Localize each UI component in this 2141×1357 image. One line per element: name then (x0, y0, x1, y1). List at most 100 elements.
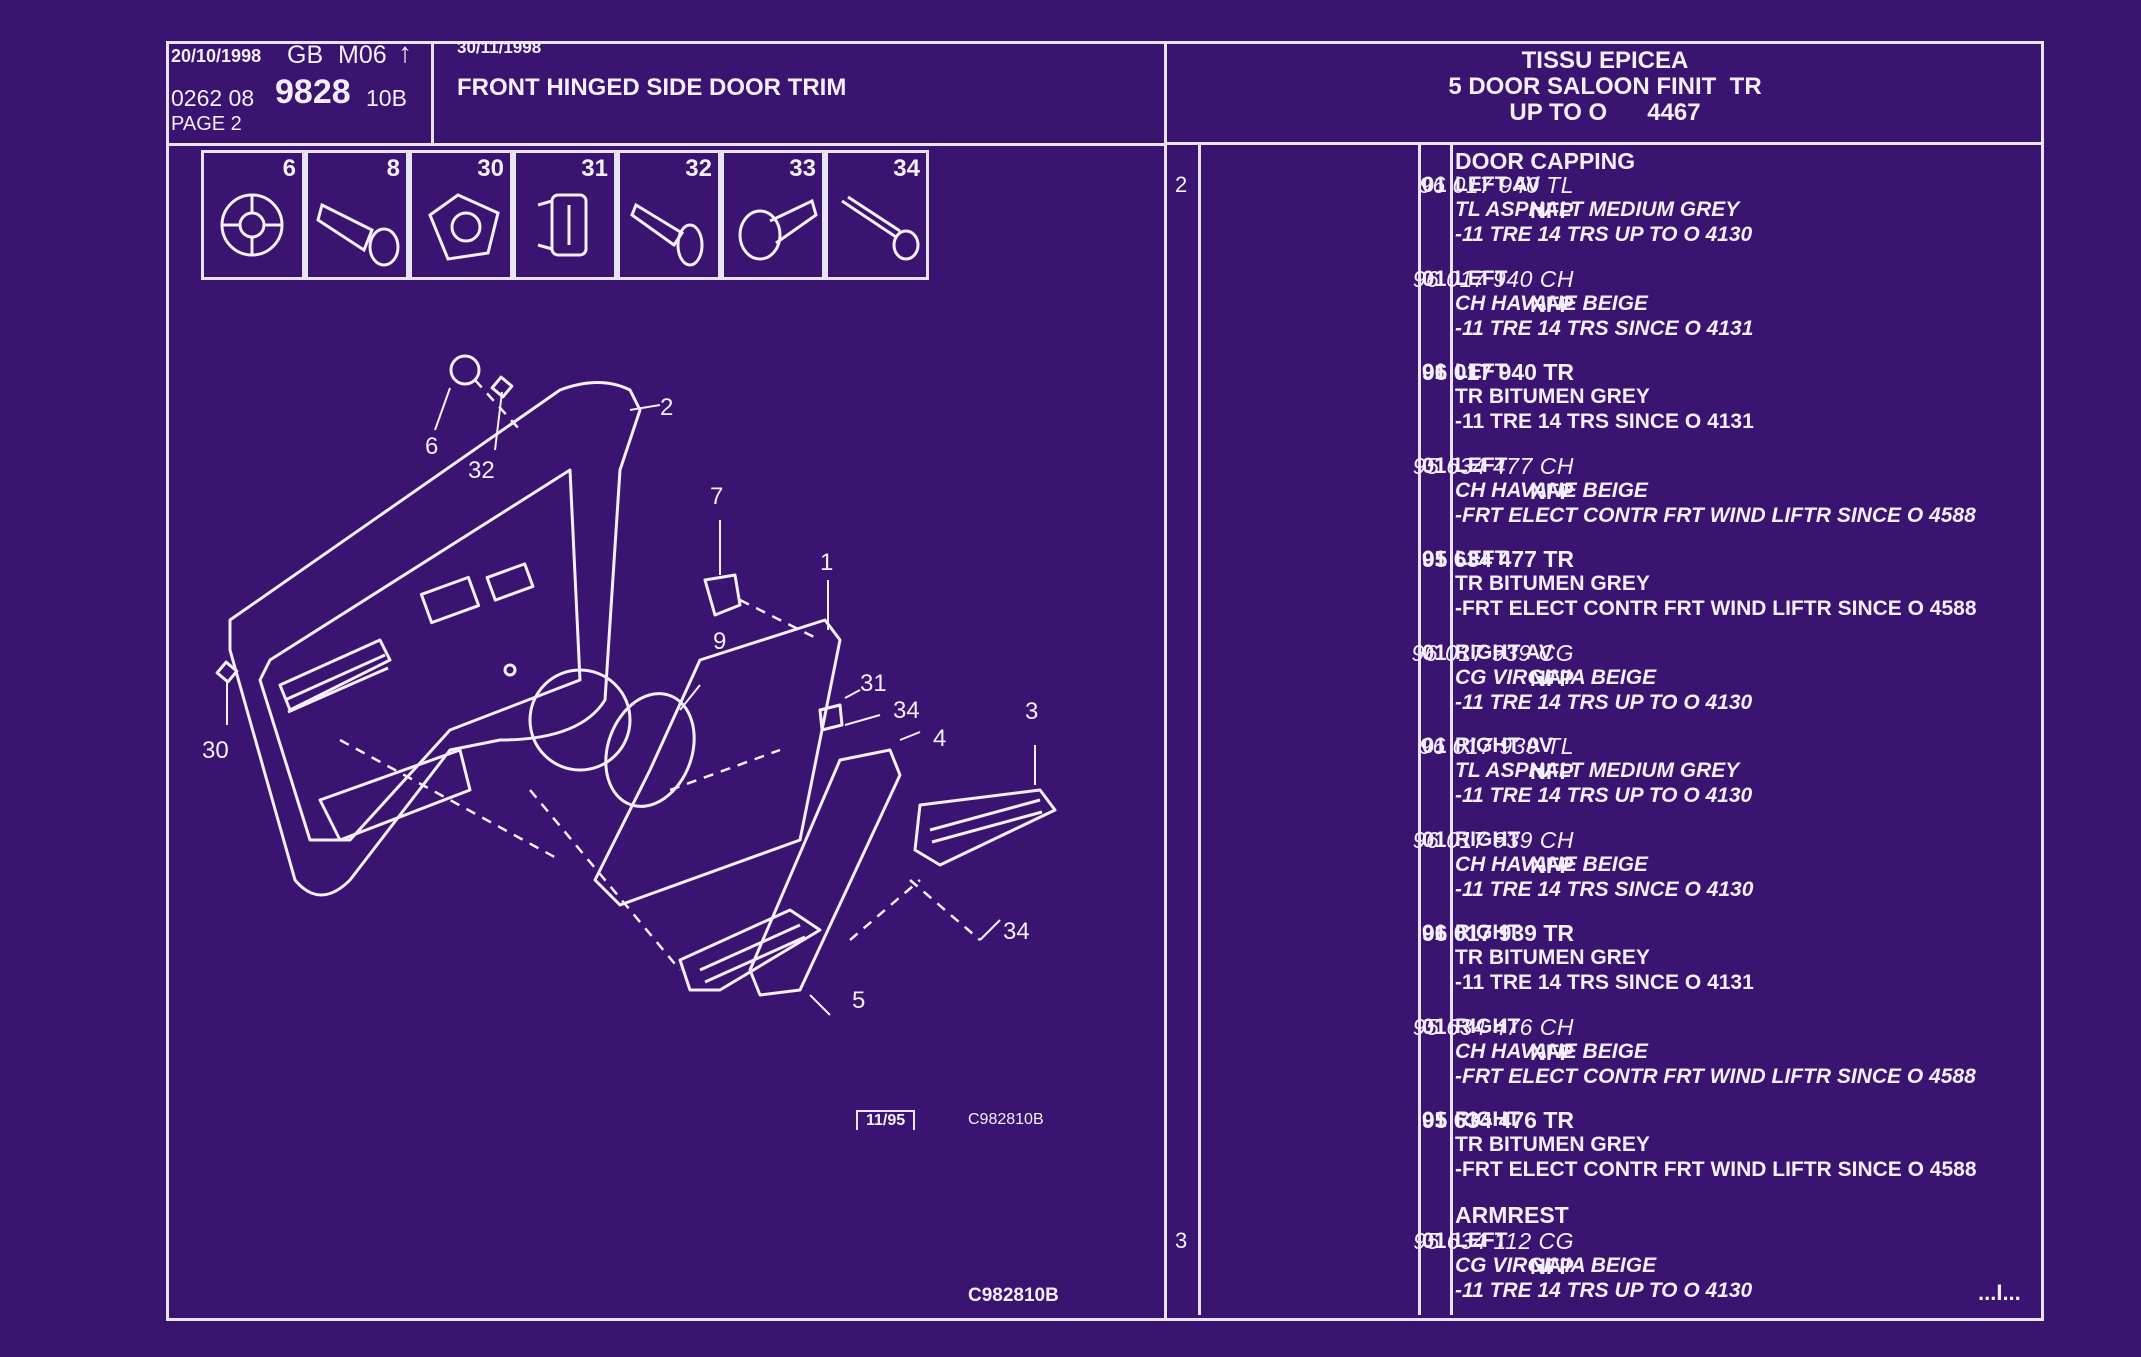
part-reference: 96 017 939 TL (1419, 733, 1574, 759)
screw-icon (841, 195, 920, 261)
part-reference: 95 634 476 TR (1421, 1107, 1574, 1133)
header-lang: GB (287, 41, 324, 69)
description-line: -11 TRE 14 TRS SINCE O 4130 (1455, 877, 1754, 901)
armrest (913, 788, 1057, 867)
section-armrest: ARMREST (1455, 1202, 1569, 1228)
description-line: LEFT (1455, 360, 1508, 383)
continued-marker: ...I... (1978, 1280, 2021, 1305)
callout-3: 3 (1025, 698, 1039, 725)
nfp-flag: NFP (1530, 1254, 1574, 1279)
description-line: TR BITUMEN GREY (1455, 946, 1650, 969)
limit-label: UP TO O (1509, 99, 1608, 126)
quantity: 01 (1422, 826, 1447, 852)
diagram-ref-code: C982810B (968, 1111, 1044, 1128)
fastener-icon (428, 193, 500, 261)
description-line: TL ASPHALT MEDIUM GREY (1455, 759, 1740, 782)
callout-5: 5 (852, 987, 866, 1014)
nfp-flag: NFP (1530, 665, 1574, 691)
door-panel-outline (228, 381, 642, 897)
part-reference: 95 634 477 TR (1421, 546, 1574, 572)
header-model: M06 (338, 41, 387, 69)
up-arrow-icon: ↑ (398, 37, 412, 68)
thumb-number: 33 (789, 155, 816, 182)
description-line: -FRT ELECT CONTR FRT WIND LIFTR SINCE O … (1455, 597, 1977, 620)
callout-30: 30 (202, 737, 229, 764)
quantity: 01 (1422, 265, 1447, 291)
callout-6: 6 (425, 433, 439, 460)
callout-7: 7 (710, 483, 724, 510)
thumb-30: 30 (409, 150, 513, 280)
insulation-sheet (593, 618, 842, 907)
callout-34b: 34 (1003, 918, 1030, 945)
quantity: 01 (1422, 639, 1447, 665)
description-line: CH HAVANE BEIGE (1455, 478, 1648, 502)
thumb-number: 8 (386, 155, 400, 182)
header-date: 20/10/1998 (171, 46, 262, 66)
quantity: 01 (1422, 172, 1447, 197)
quantity: 01 (1422, 920, 1447, 945)
callout-2: 2 (660, 394, 674, 421)
nfp-flag: NFP (1530, 1039, 1574, 1065)
part-reference: 96 017 939 CG (1411, 639, 1574, 666)
part-reference: 96 017 939 CH (1412, 826, 1574, 853)
callout-4: 4 (933, 725, 947, 752)
header-variant-box (1167, 41, 2044, 145)
quantity: 01 (1422, 1013, 1447, 1039)
nfp-flag: NFP (1530, 759, 1574, 784)
screw-cap-icon (738, 198, 818, 261)
thumb-33: 33 (721, 150, 825, 280)
door-panel-inner (258, 468, 582, 842)
thumb-32: 32 (617, 150, 721, 280)
push-rivet-icon (630, 202, 704, 267)
ref-column-line (1418, 145, 1421, 1315)
description-line: RIGHT (1455, 827, 1521, 851)
nfp-flag: NFP (1530, 198, 1574, 223)
diagram-date-box: 11/95 (856, 1110, 916, 1130)
inner-handle (748, 748, 902, 997)
callout-34: 34 (893, 697, 920, 724)
page-frame (166, 41, 2044, 1321)
part-reference: 95 634 112 CG (1413, 1228, 1574, 1254)
quantity: 01 (1422, 1107, 1447, 1132)
description-line: CH HAVANE BEIGE (1455, 291, 1648, 315)
page-title: FRONT HINGED SIDE DOOR TRIM (457, 74, 847, 101)
part-reference: 96 017 939 TR (1421, 920, 1574, 946)
callout-1: 1 (820, 549, 834, 576)
description-line: -FRT ELECT CONTR FRT WIND LIFTR SINCE O … (1455, 503, 1976, 527)
plate-number: 9828 (275, 73, 351, 111)
thumb-31: 31 (513, 150, 617, 280)
description-line: LEFT (1455, 266, 1508, 290)
description-line: -11 TRE 14 TRS SINCE O 4131 (1455, 316, 1754, 340)
plate-suffix: 10B (366, 85, 407, 111)
quantity: 01 (1422, 733, 1447, 758)
limit-value: 4467 (1647, 99, 1701, 126)
thumb-34: 34 (825, 150, 929, 280)
description-line: CH HAVANE BEIGE (1455, 852, 1648, 876)
quantity: 01 (1422, 546, 1447, 571)
row-index: 3 (1175, 1228, 1188, 1253)
body-variant: 5 DOOR SALOON FINIT TR (1448, 73, 1762, 100)
header-title-box (434, 41, 1167, 146)
column-divider (1164, 41, 1167, 1321)
description-line: RIGHT (1455, 1108, 1521, 1131)
description-line: LEFT (1455, 453, 1508, 477)
limit-line: UP TO O 4467 (1170, 100, 2040, 126)
thumb-number: 32 (685, 155, 712, 182)
description-line: -11 TRE 14 TRS SINCE O 4131 (1455, 971, 1754, 994)
quantity: 01 (1422, 452, 1447, 478)
thumb-8: 8 (305, 150, 409, 280)
